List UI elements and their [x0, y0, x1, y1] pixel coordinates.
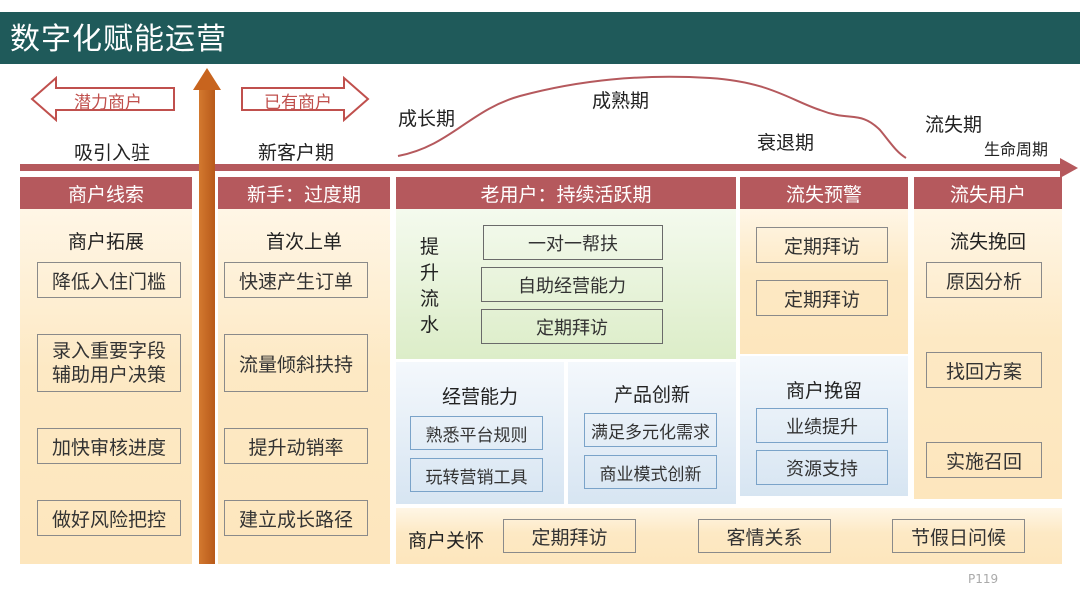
green-section-bg [396, 209, 736, 359]
column-leads-bg [20, 209, 192, 564]
care-item-3: 节假日问候 [892, 519, 1025, 553]
header-newbie: 新手：过度期 [218, 177, 390, 209]
retain-item-2: 资源支持 [756, 450, 888, 485]
right-arrow-icon [241, 76, 370, 122]
header-leads: 商户线索 [20, 177, 192, 209]
page-number: P119 [968, 572, 999, 586]
leads-item-4: 做好风险把控 [37, 500, 181, 536]
care-label: 商户关怀 [408, 530, 485, 552]
newbie-item-1: 快速产生订单 [224, 262, 368, 298]
biz-item-1: 熟悉平台规则 [410, 416, 543, 450]
biz-title: 经营能力 [441, 386, 518, 408]
leads-subtitle: 商户拓展 [67, 231, 144, 253]
prod-section-bg [568, 362, 736, 504]
header-active: 老用户：持续活跃期 [396, 177, 736, 209]
column-churned-bg [914, 209, 1062, 499]
retain-title: 商户挽留 [785, 380, 862, 402]
churned-item-3: 实施召回 [926, 442, 1042, 478]
curve-mature-label: 成熟期 [592, 90, 650, 112]
column-warning-top-bg [740, 209, 908, 354]
vertical-arrowhead-icon [193, 68, 221, 90]
stage-attract: 吸引入驻 [73, 142, 150, 164]
prod-item-2: 商业模式创新 [584, 455, 717, 489]
biz-item-2: 玩转营销工具 [410, 458, 543, 492]
newbie-subtitle: 首次上单 [265, 231, 342, 253]
care-section-bg [396, 508, 1062, 564]
care-item-2: 客情关系 [698, 519, 831, 553]
vertical-arrow-shaft [199, 86, 215, 564]
newbie-item-4: 建立成长路径 [224, 500, 368, 536]
curve-decline-label: 衰退期 [757, 132, 815, 154]
retain-item-1: 业绩提升 [756, 408, 888, 443]
header-warning: 流失预警 [740, 177, 908, 209]
lifecycle-curve [397, 75, 907, 159]
care-item-1: 定期拜访 [503, 519, 636, 553]
churned-item-2: 找回方案 [926, 352, 1042, 388]
column-warning-retain-bg [740, 356, 908, 496]
green-item-3: 定期拜访 [481, 309, 663, 344]
prod-title: 产品创新 [613, 384, 690, 406]
page-title: 数字化赋能运营 [10, 22, 227, 57]
churned-item-1: 原因分析 [926, 262, 1042, 298]
green-item-1: 一对一帮扶 [483, 225, 663, 260]
header-churned: 流失用户 [914, 177, 1062, 209]
warning-item-1: 定期拜访 [756, 227, 888, 263]
prod-item-1: 满足多元化需求 [584, 413, 717, 447]
stage-new-customer: 新客户期 [257, 142, 334, 164]
curve-growth-label: 成长期 [398, 108, 456, 130]
curve-churn-label: 流失期 [925, 114, 983, 136]
churned-subtitle: 流失挽回 [949, 231, 1026, 253]
warning-item-2: 定期拜访 [756, 280, 888, 316]
right-arrow-label: 已有商户 [264, 93, 332, 113]
newbie-item-2: 流量倾斜扶持 [224, 334, 368, 392]
biz-section-bg [396, 362, 564, 504]
green-item-2: 自助经营能力 [481, 267, 663, 302]
timeline-bar [20, 164, 1066, 171]
newbie-item-3: 提升动销率 [224, 428, 368, 464]
leads-item-1: 降低入住门槛 [37, 262, 181, 298]
title-bar [0, 12, 1080, 64]
green-vertical-label: 提 升 流 水 [420, 236, 440, 336]
timeline-arrowhead-icon [1060, 158, 1078, 178]
left-arrow-label: 潜力商户 [74, 93, 142, 113]
column-newbie-bg [218, 209, 390, 564]
lifecycle-label: 生命周期 [984, 140, 1049, 159]
leads-item-3: 加快审核进度 [37, 428, 181, 464]
leads-item-2: 录入重要字段 辅助用户决策 [37, 334, 181, 392]
left-arrow-icon [30, 76, 175, 122]
